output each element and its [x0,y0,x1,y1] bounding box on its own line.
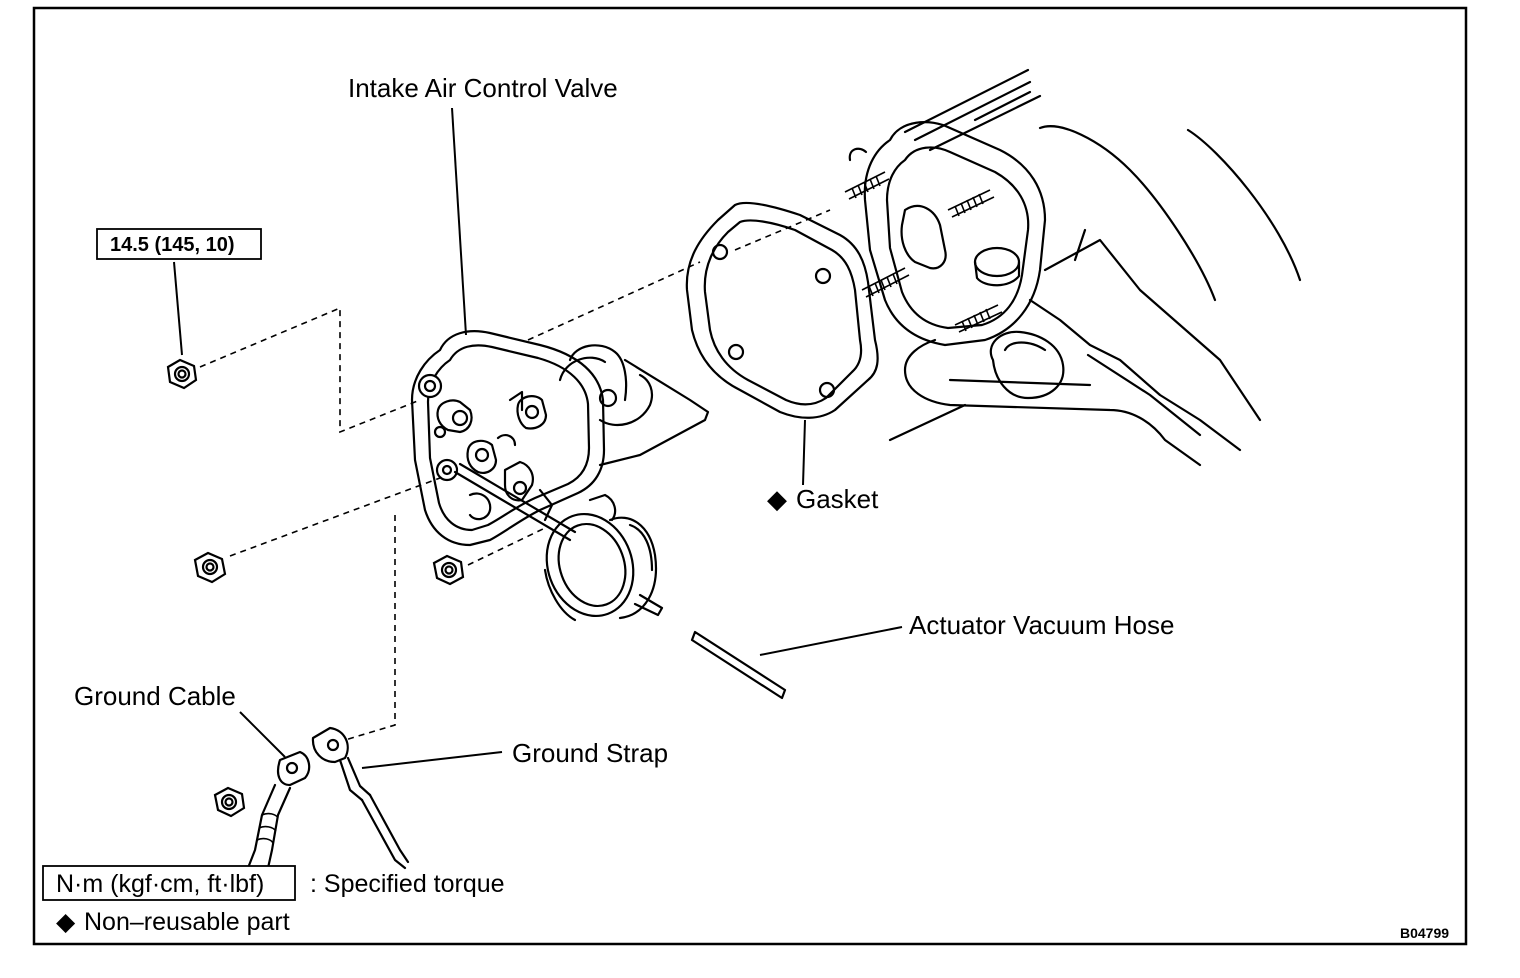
legend-non-reusable-desc: Non–reusable part [84,908,290,936]
label-intake-air-control-valve: Intake Air Control Valve [348,73,618,103]
legend-torque-unit-box [42,865,296,901]
intake-air-control-valve-drawing [410,330,710,622]
nut-ground-cable [213,786,246,818]
legend: N·m (kgf·cm, ft·lbf) : Specified torque … [42,865,505,936]
gasket-non-reusable-marker: ◆ [767,484,787,514]
legend-torque-desc: : Specified torque [310,870,505,898]
nut-middle-right [432,554,465,586]
figure-code: B04799 [1400,925,1449,941]
nut-middle-left [193,551,227,584]
ground-strap-drawing [311,726,410,870]
intake-manifold-drawing [844,68,1302,467]
label-ground-strap: Ground Strap [512,738,668,768]
label-ground-cable: Ground Cable [74,681,236,711]
assembly-dashed-lines [199,209,831,741]
gasket-drawing [685,201,879,419]
label-gasket: Gasket [796,484,879,514]
ground-cable-drawing [246,750,311,870]
actuator-vacuum-hose-drawing [690,630,787,700]
torque-value-box [96,228,262,260]
label-torque-value: 14.5 (145, 10) [110,234,235,256]
label-actuator-vacuum-hose: Actuator Vacuum Hose [909,610,1174,640]
manifold-studs [844,171,1003,333]
nut-upper-left [166,358,198,390]
diagram-frame [32,6,1468,946]
leader-lines [173,107,903,769]
legend-torque-unit: N·m (kgf·cm, ft·lbf) [56,870,264,898]
legend-non-reusable-symbol: ◆ [56,908,76,936]
